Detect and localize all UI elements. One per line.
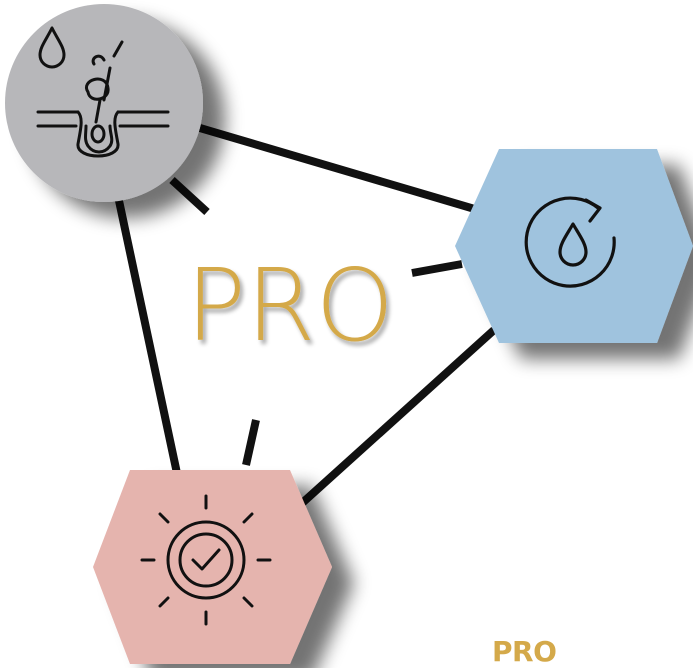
blue-hexagon-shape	[455, 149, 693, 343]
node-sun-check	[93, 470, 332, 664]
grey-circle-shape	[5, 4, 203, 202]
pink-hexagon-shape	[93, 470, 332, 664]
tick-pink-hex-inward	[242, 419, 260, 466]
tick-circle-inward	[169, 177, 210, 215]
footer-label: PRO	[492, 635, 557, 668]
tick-blue-hex-inward	[411, 260, 463, 277]
node-hair-follicle	[5, 4, 203, 202]
line-blue-hex-to-pink-hex	[297, 327, 497, 508]
droplet-refresh-icon	[524, 196, 616, 288]
sun-check-icon	[140, 494, 272, 626]
line-circle-to-pink-hex	[114, 195, 182, 479]
line-circle-to-blue-hex	[198, 124, 480, 214]
hair-follicle-drop-icon	[36, 26, 170, 158]
connector-lines	[114, 124, 497, 508]
center-label: PRO	[186, 247, 395, 364]
node-cycle	[455, 149, 693, 343]
